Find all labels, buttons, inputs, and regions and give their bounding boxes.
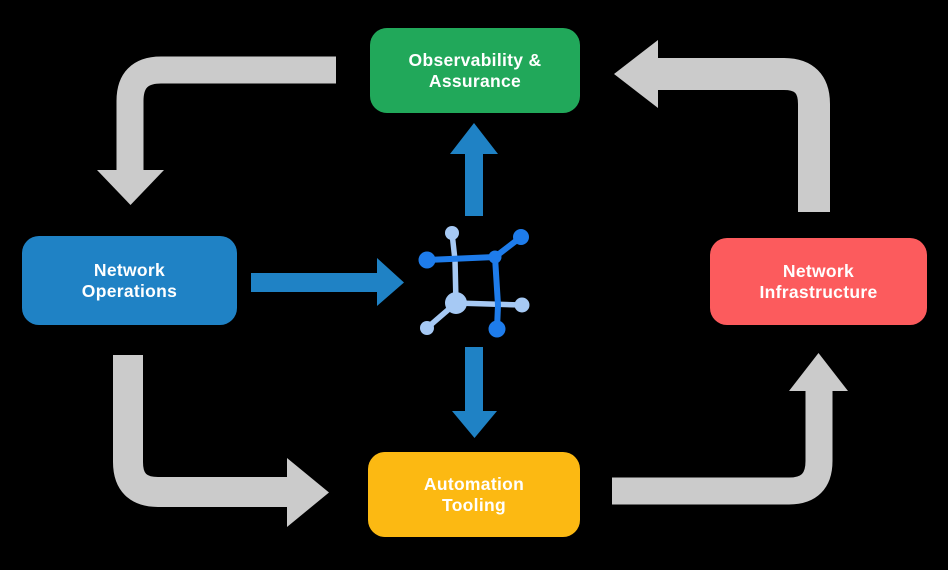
node-label-line1: Network: [782, 260, 855, 281]
node-label-line2: Infrastructure: [759, 281, 878, 302]
node-label-line1: Observability &: [408, 49, 542, 70]
arrow-shaft: [465, 347, 483, 412]
network-mesh-icon: [418, 226, 530, 338]
flow-arrow-operations-to-center: [251, 258, 404, 306]
cycle-arrow-infrastructure-to-observability: [614, 40, 830, 212]
node-automation-tooling: Automation Tooling: [368, 452, 580, 537]
node-label-line2: Assurance: [428, 70, 522, 91]
icon-dark-nodes: [418, 229, 529, 338]
icon-node-bottom-left-corner: [445, 292, 467, 314]
cycle-arrow-automation-to-infrastructure: [612, 353, 848, 505]
icon-node-top: [445, 226, 459, 240]
node-label-line2: Tooling: [442, 494, 506, 515]
arrow-shaft: [113, 355, 288, 507]
arrow-head: [789, 353, 848, 391]
arrow-shaft: [251, 273, 377, 292]
arrow-shaft: [658, 58, 830, 212]
arrow-head: [287, 458, 329, 527]
node-network-infrastructure: Network Infrastructure: [710, 238, 927, 325]
arrow-shaft: [612, 391, 833, 505]
node-observability-assurance: Observability & Assurance: [370, 28, 580, 113]
icon-bottom-edge: [453, 300, 525, 308]
arrow-head: [377, 258, 404, 306]
flow-arrow-center-to-automation: [452, 347, 497, 438]
icon-node-top-right-corner: [488, 250, 502, 264]
icon-top-edge: [424, 254, 498, 263]
cycle-arrow-operations-to-automation: [113, 355, 329, 527]
icon-node-upper-right: [513, 229, 529, 245]
arrow-head: [450, 123, 498, 154]
node-network-operations: Network Operations: [22, 236, 237, 325]
icon-node-lower-left: [420, 321, 434, 335]
flow-arrow-center-to-observability: [450, 123, 498, 216]
icon-right-edge: [492, 254, 501, 332]
icon-node-bottom: [488, 320, 506, 338]
arrow-shaft: [465, 152, 483, 216]
icon-light-nodes: [420, 226, 530, 335]
icon-node-left: [418, 251, 436, 269]
node-label-line1: Network: [93, 259, 166, 280]
arrow-shaft: [116, 56, 336, 171]
icon-node-right: [514, 297, 530, 313]
arrow-head: [452, 411, 497, 438]
arrow-head: [97, 170, 164, 205]
cycle-arrow-observability-to-operations: [97, 56, 336, 205]
node-label-line2: Operations: [81, 280, 178, 301]
node-label-line1: Automation: [423, 473, 525, 494]
arrow-head: [614, 40, 658, 108]
